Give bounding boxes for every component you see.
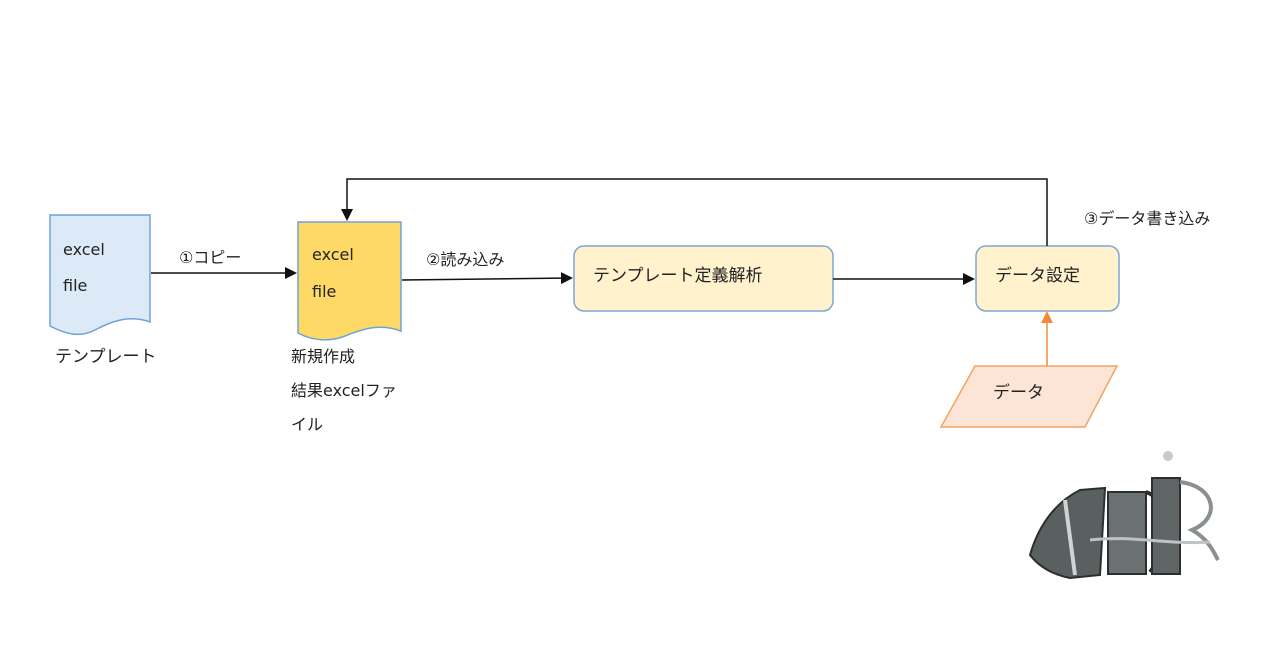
data-input-parallelogram	[939, 365, 1119, 428]
copy-arrow-label: ①コピー	[179, 248, 242, 267]
result-caption-line-2: 結果excelファ	[291, 381, 397, 400]
result-doc-line1: excel	[312, 245, 354, 264]
write-back-arrow	[341, 178, 1048, 246]
template-parse-label: テンプレート定義解析	[593, 266, 763, 286]
result-doc-caption: 新規作成 結果excelファ イル	[291, 349, 397, 451]
data-set-label: データ設定	[995, 266, 1080, 286]
template-doc-caption: テンプレート	[55, 347, 157, 367]
result-doc-line2: file	[312, 282, 337, 301]
result-document-shape	[297, 221, 402, 341]
result-caption-line-1: 新規作成	[291, 347, 356, 366]
read-arrow	[401, 272, 573, 285]
read-arrow-label: ②読み込み	[426, 250, 505, 269]
adr-logo	[1028, 451, 1220, 580]
data-input-label: データ	[993, 383, 1044, 403]
template-doc-line2: file	[63, 276, 88, 295]
template-doc-line1: excel	[63, 240, 105, 259]
result-caption-line-3: イル	[291, 415, 324, 434]
write-arrow-label: ③データ書き込み	[1084, 209, 1211, 228]
template-document-shape	[49, 214, 151, 336]
